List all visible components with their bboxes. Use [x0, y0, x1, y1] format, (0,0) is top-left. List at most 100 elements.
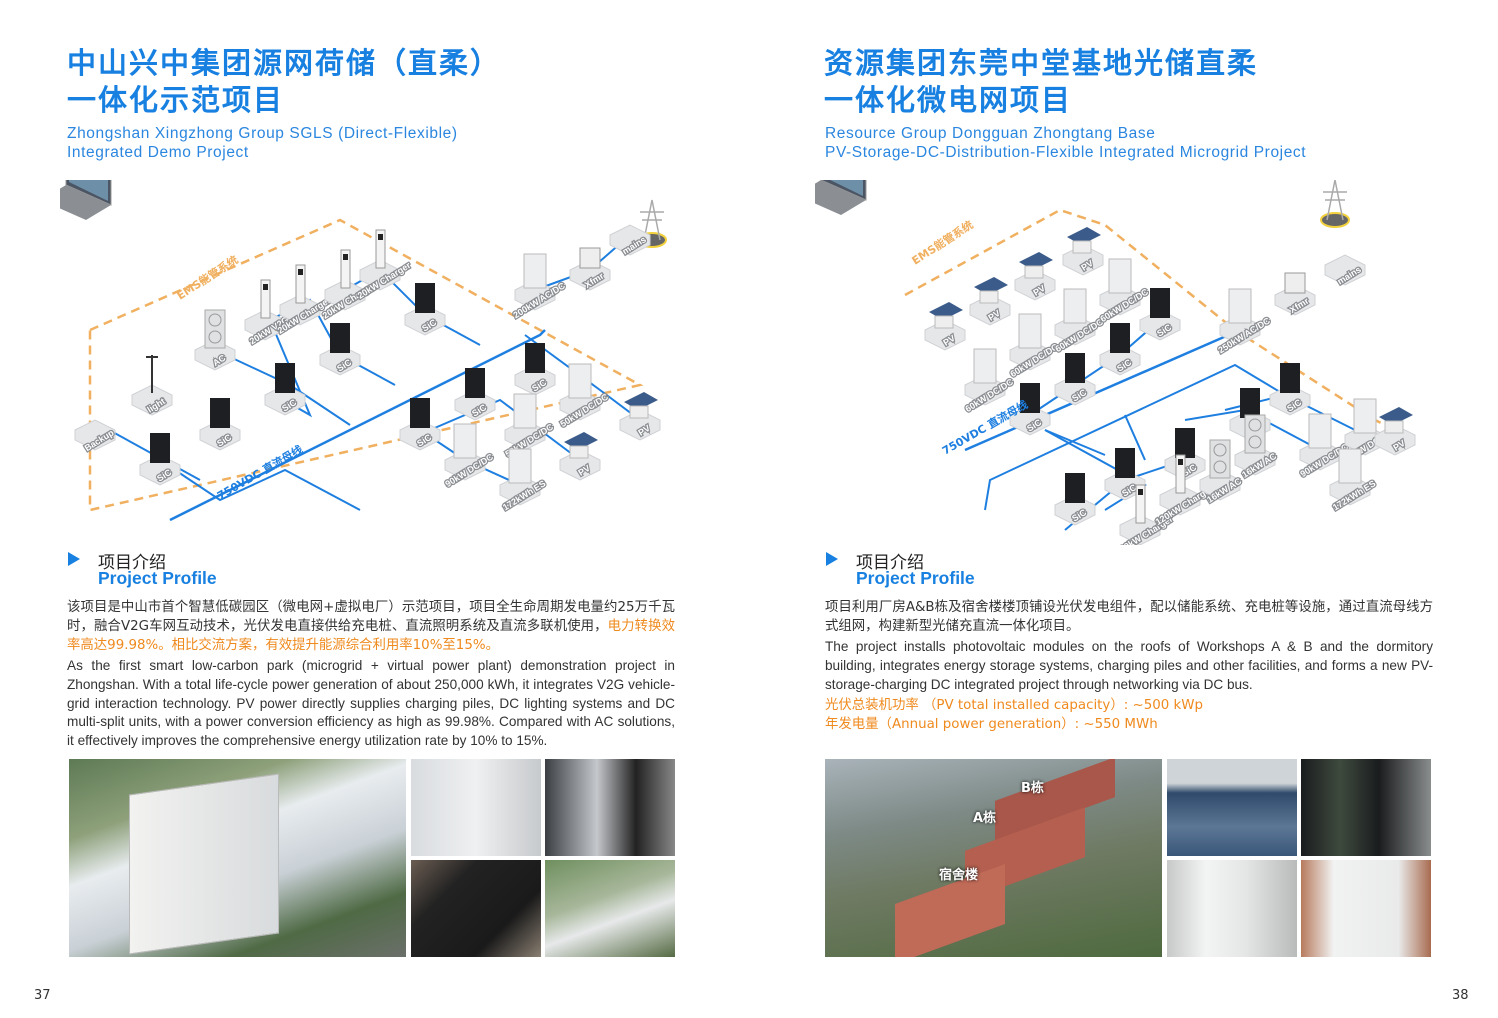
sic-module-icon: [1150, 288, 1170, 318]
diagram-node-60kw-dc-dc: 60kW DC/DC: [1052, 288, 1107, 355]
diagram-node-sic: SiC: [1099, 323, 1141, 376]
photo-switchgear: [411, 759, 541, 856]
title-line-1: 中山兴中集团源网荷储（直柔）: [67, 46, 502, 80]
ems-boundary-line: [88, 218, 644, 512]
diagram-node-sic: SiC: [199, 398, 241, 451]
bus-branch-line: [524, 334, 641, 421]
photo-storage-cabinets: [1167, 860, 1297, 957]
cabinet-icon: [568, 363, 592, 399]
sic-module-icon: [275, 363, 295, 393]
charger-icon: [260, 279, 271, 319]
section-title-en: Project Profile: [98, 568, 217, 588]
stat-pv-capacity: 光伏总装机功率 （PV total installed capacity）: ~…: [825, 698, 1204, 714]
photo-sic-cabinet: [545, 759, 675, 856]
transformer-icon: [579, 247, 601, 269]
photo-office-building: [69, 759, 406, 957]
diagram-node-sic: SiC: [139, 433, 181, 486]
description-cn-text: 该项目是中山市首个智慧低碳园区（微电网+虚拟电厂）示范项目，项目全生命周期发电量…: [67, 600, 675, 634]
diagram-node-pv: PV: [559, 432, 601, 481]
charger-icon: [340, 249, 351, 289]
title-en-line-2: PV-Storage-DC-Distribution-Flexible Inte…: [825, 144, 1307, 161]
title-line-2: 一体化示范项目: [67, 83, 285, 117]
cabinet-icon: [973, 348, 997, 384]
cabinet-icon: [1338, 448, 1362, 484]
cabinet-icon: [508, 448, 532, 484]
page-title-en: Zhongshan Xingzhong Group SGLS (Direct-F…: [67, 124, 458, 162]
photo-rooftop-pv: [1167, 759, 1297, 856]
diagram-node-20kw-charger: 20kW Charger: [355, 229, 414, 302]
sic-module-icon: [210, 398, 230, 428]
sic-module-icon: [410, 398, 430, 428]
sic-module-icon: [1020, 383, 1040, 413]
cabinet-icon: [453, 423, 477, 459]
diagram-node-172kwh-es: 172kWh ES: [1329, 448, 1379, 514]
diagram-node-xfmr: Xfmr: [569, 247, 611, 291]
stat-annual-generation: 年发电量（Annual power generation）: ~550 MWh: [825, 717, 1158, 733]
diagram-node-mains: mains: [1324, 254, 1366, 288]
photo-outdoor-cabinet: [545, 860, 675, 957]
photo-converter-unit: [411, 860, 541, 957]
diagram-node-pv: PV: [1062, 227, 1104, 276]
laptop-icon: [815, 180, 867, 215]
sic-module-icon: [1065, 353, 1085, 383]
description-en: The project installs photovoltaic module…: [825, 639, 1433, 692]
sic-module-icon: [1175, 428, 1195, 458]
diagram-node-sic: SiC: [319, 323, 361, 376]
description-cn: 项目利用厂房A&B栋及宿舍楼楼顶铺设光伏发电组件，配以储能系统、充电桩等设施，通…: [825, 600, 1433, 634]
street-light-icon: [146, 355, 158, 393]
diagram-node-ac: AC: [194, 309, 236, 371]
diagram-node-50kw-dc-dc: 50kW DC/DC: [557, 363, 612, 430]
diagram-node-light: light: [131, 355, 173, 416]
diagram-node-200kw-ac-dc: 200kW AC/DC: [510, 253, 569, 322]
ems-boundary-line: [904, 208, 1416, 442]
cabinet-icon: [1063, 288, 1087, 324]
sic-module-icon: [1115, 448, 1135, 478]
section-title-cn: 项目介绍: [856, 553, 924, 573]
transformer-icon: [1284, 272, 1306, 294]
triangle-bullet-icon: [68, 552, 80, 566]
sic-module-icon: [1110, 323, 1130, 353]
diagram-node-sic: SiC: [514, 343, 556, 396]
charger-icon: [295, 264, 306, 304]
diagram-node-sic: SiC: [1009, 383, 1051, 436]
title-en-line-1: Resource Group Dongguan Zhongtang Base: [825, 125, 1156, 142]
diagram-node-sic: SiC: [1054, 473, 1096, 526]
photo-wall-converters: [1301, 860, 1431, 957]
transmission-tower-icon: [1320, 180, 1350, 228]
section-title-en: Project Profile: [856, 568, 975, 588]
diagram-node-pv: PV: [924, 302, 966, 351]
project-description: 项目利用厂房A&B栋及宿舍楼楼顶铺设光伏发电组件，配以储能系统、充电桩等设施，通…: [825, 598, 1433, 734]
cabinet-icon: [1228, 288, 1252, 324]
diagram-node-60kw-dc-dc: 60kW DC/DC: [962, 348, 1017, 415]
diagram-node-60kw-dc-dc: 60kW DC/DC: [1007, 313, 1062, 380]
page-title-cn: 资源集团东莞中堂基地光储直柔 一体化微电网项目: [824, 45, 1258, 119]
diagram-node-xfmr: Xfmr: [1274, 272, 1316, 316]
description-cn-highlight: 电力转换效率高达99.98%。相比交流方案，有效提升能源综合利用率10%至15%…: [67, 619, 675, 653]
label-building-a: A栋: [973, 811, 997, 826]
diagram-node-172kwh-es: 172kWh ES: [499, 448, 549, 514]
project-description: 该项目是中山市首个智慧低碳园区（微电网+虚拟电厂）示范项目，项目全生命周期发电量…: [67, 598, 675, 753]
sic-module-icon: [1065, 473, 1085, 503]
triangle-bullet-icon: [826, 552, 838, 566]
diagram-node-sic: SiC: [1269, 363, 1311, 416]
description-cn: 该项目是中山市首个智慧低碳园区（微电网+虚拟电厂）示范项目，项目全生命周期发电量…: [67, 598, 675, 655]
page-number: 38: [1452, 988, 1469, 1003]
page-number: 37: [34, 988, 51, 1003]
dc-bus-line: [169, 329, 546, 522]
diagram-node-pv: PV: [1374, 407, 1416, 456]
diagram-node-16kw-ac: 16kW AC: [1199, 439, 1245, 506]
page-title-cn: 中山兴中集团源网荷储（直柔） 一体化示范项目: [67, 45, 501, 119]
diagram-node-250kw-ac-dc: 250kW AC/DC: [1215, 288, 1274, 357]
bus-branch-line: [984, 363, 1286, 511]
bus-branch-line: [1124, 414, 1146, 461]
section-title-cn: 项目介绍: [98, 553, 166, 573]
ac-unit-icon: [204, 309, 226, 349]
cabinet-icon: [1018, 313, 1042, 349]
page-title-en: Resource Group Dongguan Zhongtang Base P…: [825, 124, 1306, 162]
diagram-node-pv: PV: [969, 277, 1011, 326]
diagram-node-90kw-dc-dc: 90kW DC/DC: [442, 423, 497, 490]
bus-branch-line: [429, 398, 581, 461]
diagram-node-sic: SiC: [1054, 353, 1096, 406]
